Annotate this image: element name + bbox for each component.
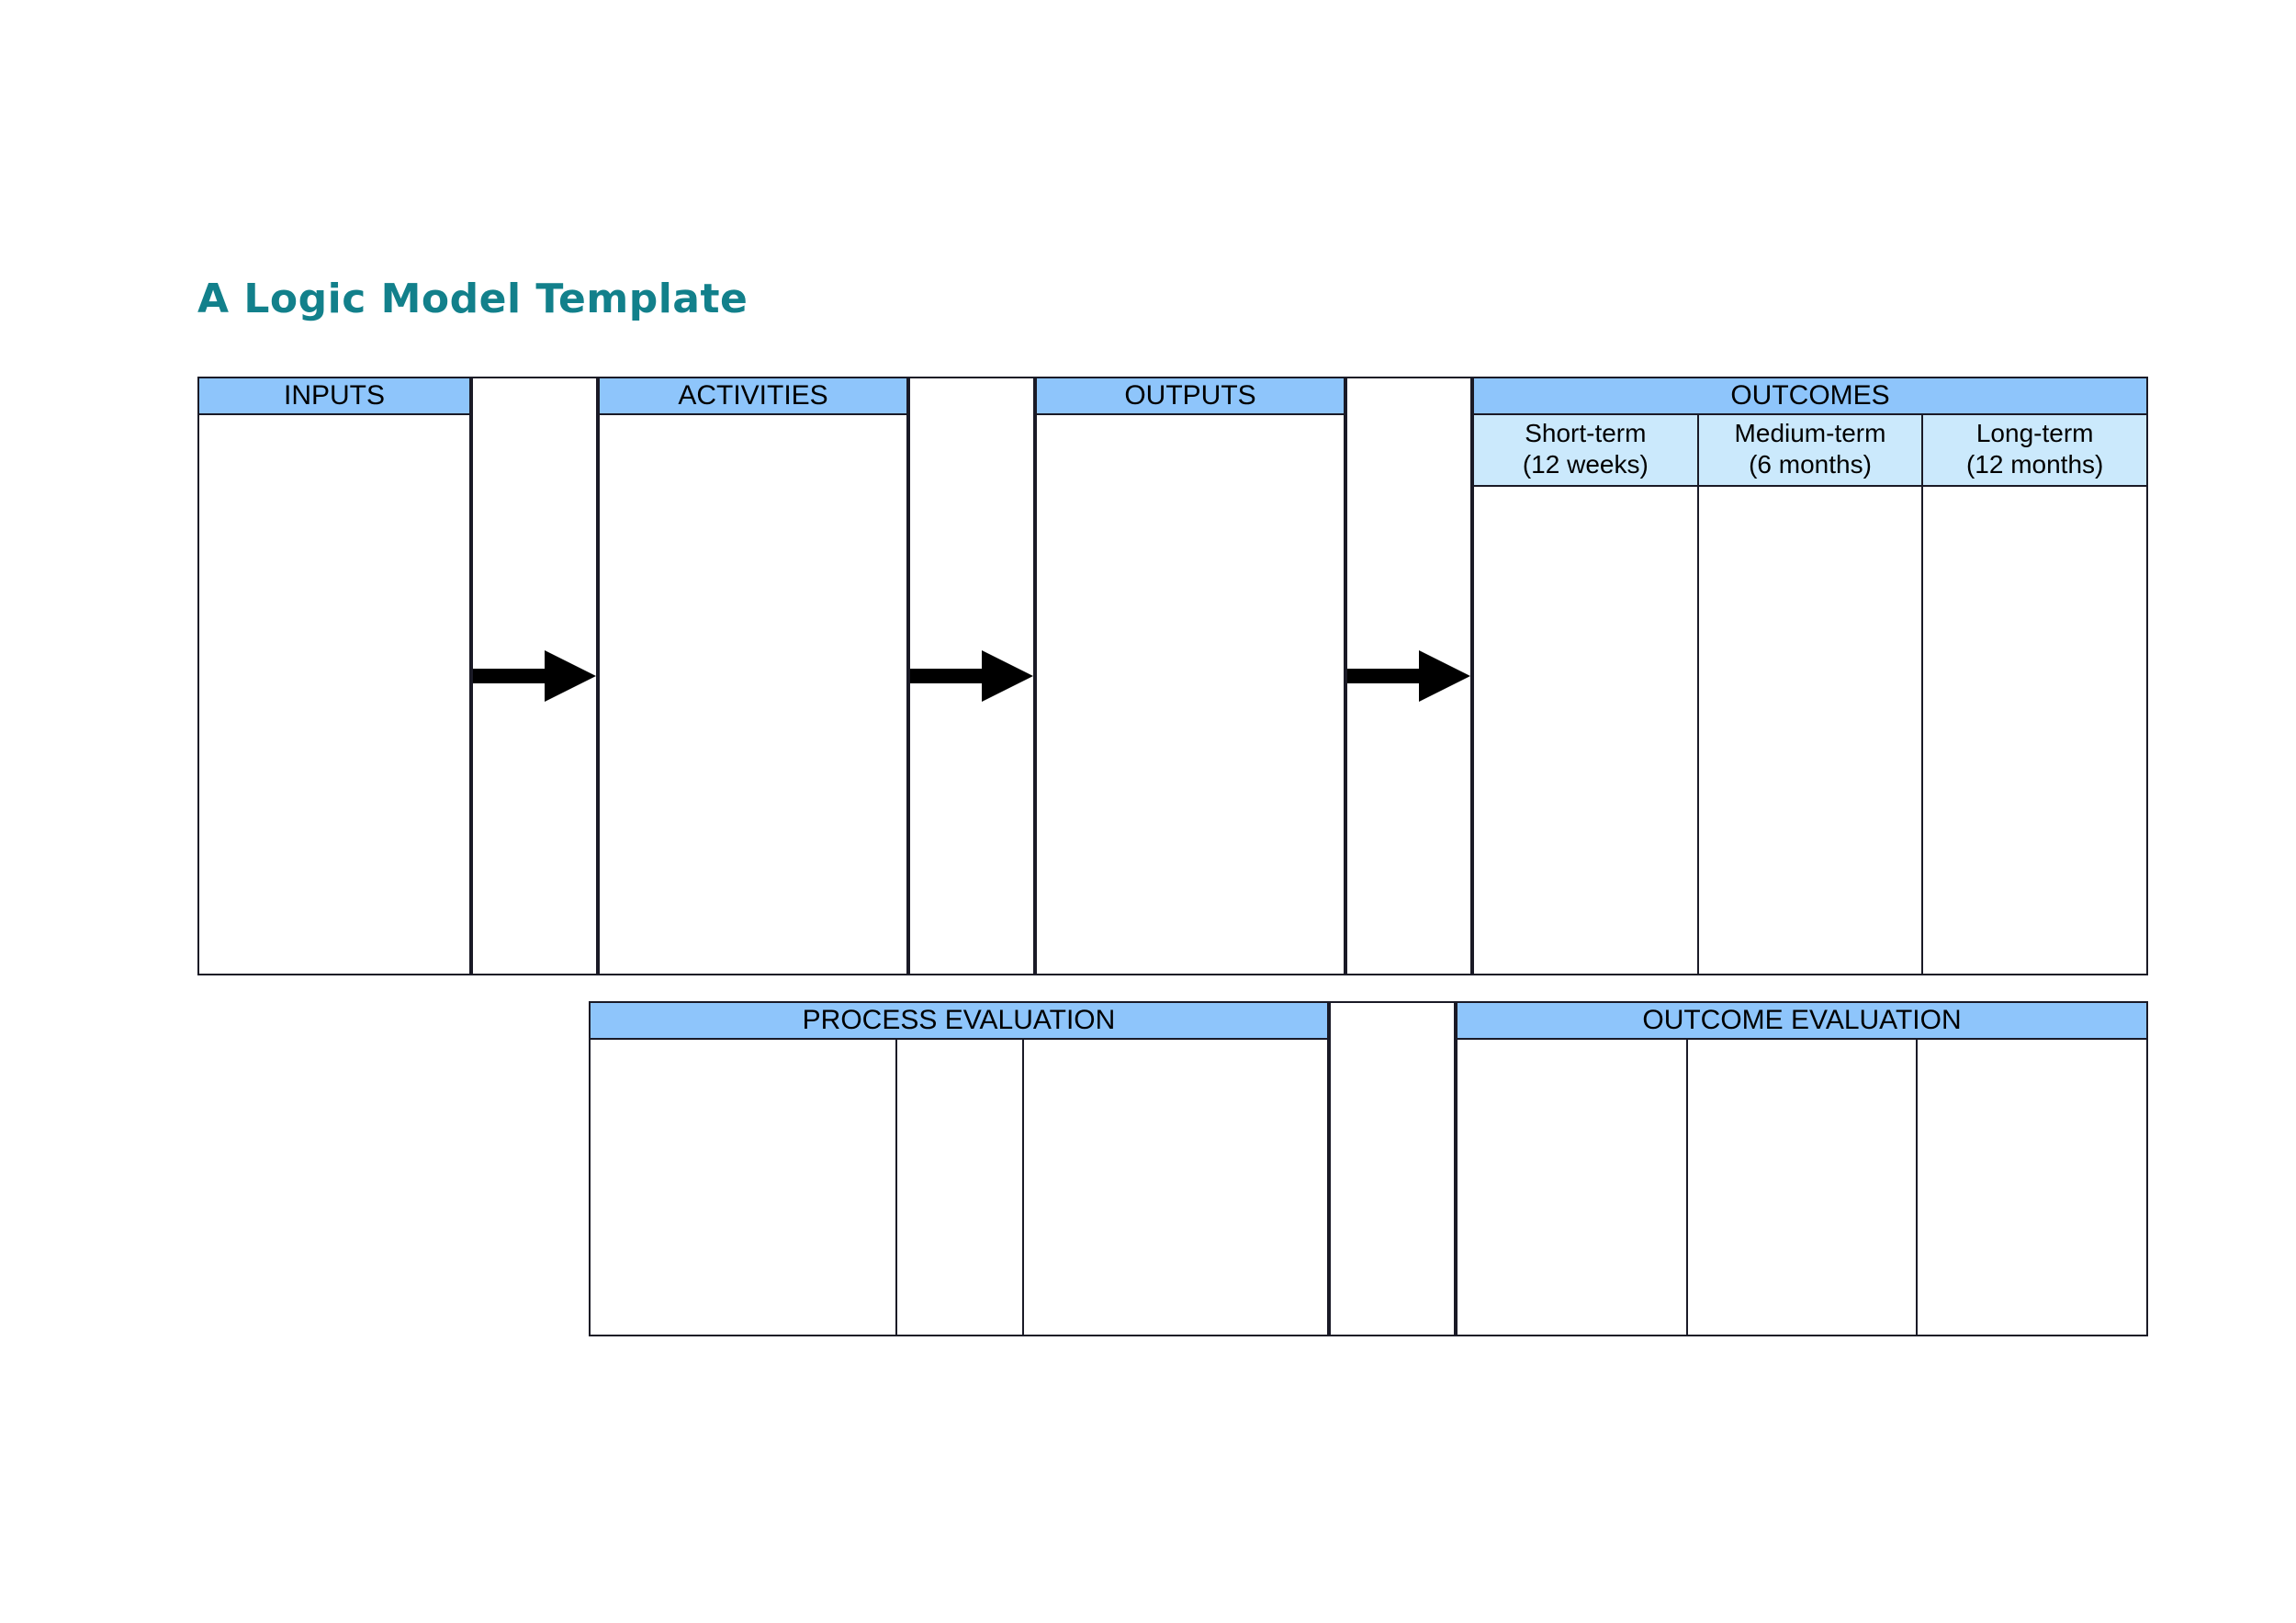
arrow-gap-inputs-to-activities [471, 377, 598, 975]
right-arrow-icon [1347, 650, 1470, 702]
right-arrow-icon [910, 650, 1033, 702]
outcomes-body-row [1474, 487, 2147, 974]
subheader-short-term-duration: (12 weeks) [1522, 450, 1649, 479]
cell-process-evaluation-2[interactable] [897, 1040, 1024, 1335]
arrow-gap-outputs-to-outcomes [1345, 377, 1472, 975]
column-header-outcome-evaluation: OUTCOME EVALUATION [1458, 1003, 2146, 1040]
column-header-outcomes: OUTCOMES [1474, 378, 2146, 415]
cell-outcome-evaluation-3[interactable] [1918, 1040, 2147, 1335]
cell-outcomes-long-term[interactable] [1923, 487, 2147, 974]
column-activities[interactable]: ACTIVITIES [598, 377, 908, 975]
column-outcome-evaluation[interactable]: OUTCOME EVALUATION [1456, 1001, 2148, 1336]
column-outputs[interactable]: OUTPUTS [1035, 377, 1345, 975]
subheader-medium-term-label: Medium-term [1734, 419, 1886, 447]
cell-outcomes-short-term[interactable] [1474, 487, 1699, 974]
cell-process-evaluation-3[interactable] [1024, 1040, 1327, 1335]
column-header-outputs: OUTPUTS [1037, 378, 1344, 415]
column-header-activities: ACTIVITIES [600, 378, 906, 415]
subheader-short-term-label: Short-term [1525, 419, 1647, 447]
process-evaluation-body-row [591, 1040, 1327, 1335]
cell-outcome-evaluation-1[interactable] [1458, 1040, 1688, 1335]
subheader-long-term-label: Long-term [1975, 419, 2094, 447]
subheader-long-term: Long-term (12 months) [1923, 415, 2147, 485]
page-title: A Logic Model Template [197, 276, 748, 322]
column-process-evaluation[interactable]: PROCESS EVALUATION [589, 1001, 1329, 1336]
cell-process-evaluation-1[interactable] [591, 1040, 897, 1335]
subheader-short-term: Short-term (12 weeks) [1474, 415, 1699, 485]
column-header-process-evaluation: PROCESS EVALUATION [591, 1003, 1327, 1040]
outcome-evaluation-body-row [1458, 1040, 2147, 1335]
logic-model-bottom-table: PROCESS EVALUATION OUTCOME EVALUATION [589, 1001, 2148, 1336]
right-arrow-icon [473, 650, 596, 702]
bottom-spacer-body [1331, 1040, 1454, 1335]
arrow-gap-activities-to-outputs [908, 377, 1035, 975]
subheader-medium-term-duration: (6 months) [1749, 450, 1872, 479]
column-inputs[interactable]: INPUTS [197, 377, 471, 975]
subheader-long-term-duration: (12 months) [1965, 450, 2104, 479]
cell-outcome-evaluation-2[interactable] [1687, 1040, 1919, 1335]
column-body-activities[interactable] [600, 415, 906, 974]
bottom-spacer-column [1329, 1001, 1456, 1336]
column-outcomes[interactable]: OUTCOMES Short-term (12 weeks) Medium-te… [1472, 377, 2148, 975]
subheader-medium-term: Medium-term (6 months) [1698, 415, 1924, 485]
outcomes-subheader-row: Short-term (12 weeks) Medium-term (6 mon… [1474, 415, 2147, 487]
cell-outcomes-medium-term[interactable] [1698, 487, 1924, 974]
bottom-spacer-header [1331, 1003, 1454, 1040]
column-body-outputs[interactable] [1037, 415, 1344, 974]
column-header-inputs: INPUTS [199, 378, 469, 415]
logic-model-top-table: INPUTS ACTIVITIES OUTPUTS OUTCOMES Short… [197, 377, 2148, 975]
column-body-inputs[interactable] [199, 415, 469, 974]
